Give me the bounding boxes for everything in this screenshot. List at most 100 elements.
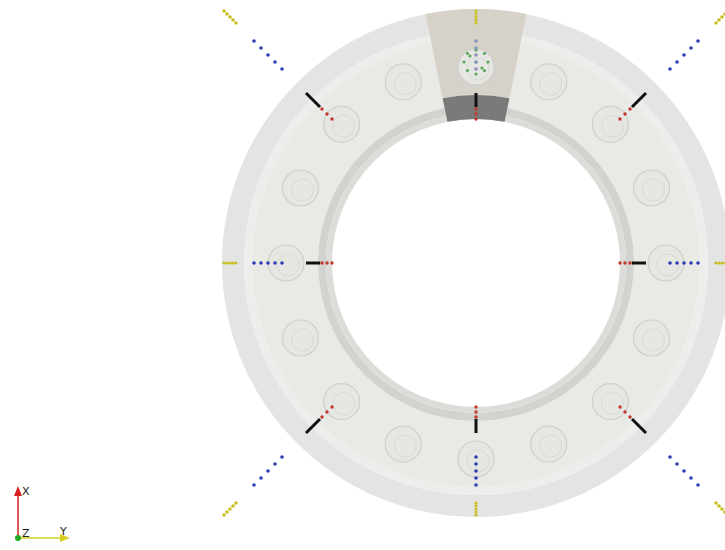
ball: [268, 245, 304, 281]
marker-line: [475, 93, 478, 107]
marker-dot-red: [325, 112, 328, 115]
marker-dot-yellow: [714, 261, 717, 264]
ball: [385, 64, 421, 100]
marker-dot-yellow: [474, 513, 477, 516]
ball-inner: [333, 115, 355, 137]
marker-dot-yellow: [234, 261, 237, 264]
marker-dot-blue: [266, 53, 270, 57]
marker-dot-red: [330, 117, 333, 120]
marker-dot-yellow: [474, 507, 477, 510]
ball-inner: [394, 435, 416, 457]
ball-inner: [394, 73, 416, 95]
marker-dot-yellow: [474, 18, 477, 21]
sensor-dot: [480, 66, 483, 69]
marker-dot-blue: [689, 46, 693, 50]
highlight-sector: [426, 9, 527, 98]
marker-dot-red: [320, 415, 323, 418]
marker-dot-yellow: [723, 12, 725, 16]
marker-dot-blue: [259, 46, 263, 50]
marker-dot-blue: [682, 469, 686, 473]
marker-dot-red: [474, 405, 477, 408]
marker-dot-red: [320, 107, 323, 110]
marker-line: [632, 262, 646, 265]
marker-dot-blue: [252, 483, 256, 487]
marker-dot-blue: [696, 39, 700, 43]
marker-dot-red: [330, 261, 333, 264]
marker-dot-blue: [474, 483, 478, 487]
marker-dot-red: [474, 410, 477, 413]
marker-dot-yellow: [231, 18, 235, 22]
z-axis: [15, 535, 21, 541]
marker-dot-blue: [682, 261, 686, 265]
sensor-dot: [466, 69, 469, 72]
marker-dot-red: [320, 261, 323, 264]
sensor-dot: [468, 54, 471, 57]
ball: [324, 384, 360, 420]
ball: [531, 426, 567, 462]
marker-dot-yellow: [714, 21, 718, 25]
marker-dot-yellow: [234, 501, 238, 505]
marker-dot-blue: [273, 261, 277, 265]
middle-band: [252, 39, 700, 487]
marker-dot-blue: [474, 60, 478, 64]
marker-dot-red: [474, 112, 477, 115]
ball-inner: [601, 115, 623, 137]
marker-dot-yellow: [228, 15, 232, 19]
marker-dot-red: [330, 405, 333, 408]
sensor-dot: [486, 60, 489, 63]
marker-dot-blue: [668, 67, 672, 71]
ball: [458, 49, 494, 85]
marker-dot-yellow: [231, 261, 234, 264]
ball: [592, 106, 628, 142]
marker-dot-blue: [273, 60, 277, 64]
ball-inner: [467, 58, 489, 80]
inner-groove: [318, 105, 634, 421]
marker-dot-red: [618, 405, 621, 408]
marker-dot-blue: [259, 476, 263, 480]
marker-line: [475, 419, 478, 433]
ball-inner: [540, 435, 562, 457]
marker-line: [306, 262, 320, 265]
marker-dot-red: [474, 415, 477, 418]
marker-dot-red: [325, 410, 328, 413]
ball-inner: [643, 329, 665, 351]
ball-inner: [540, 73, 562, 95]
ball-inner: [467, 450, 489, 472]
marker-dot-blue: [689, 261, 693, 265]
ball: [282, 320, 318, 356]
marker-dot-blue: [474, 53, 478, 57]
marker-dot-red: [474, 117, 477, 120]
sensor-dot: [462, 60, 465, 63]
marker-line: [306, 419, 320, 433]
marker-dot-blue: [280, 261, 284, 265]
marker-dot-yellow: [225, 510, 229, 514]
marker-dot-blue: [474, 476, 478, 480]
marker-dot-blue: [280, 67, 284, 71]
marker-dot-yellow: [228, 507, 232, 511]
ball-inner: [601, 393, 623, 415]
marker-dot-yellow: [717, 504, 721, 508]
axis-label: Y: [60, 526, 67, 537]
axis-label: X: [22, 486, 30, 497]
marker-dot-blue: [474, 462, 478, 466]
marker-dot-yellow: [222, 513, 226, 517]
sensor-dot: [466, 52, 469, 55]
marker-dot-yellow: [228, 261, 231, 264]
outer-band-edge: [244, 31, 708, 495]
marker-dot-blue: [280, 455, 284, 459]
marker-dot-yellow: [474, 15, 477, 18]
marker-dot-yellow: [225, 261, 228, 264]
marker-dot-blue: [682, 53, 686, 57]
marker-dot-blue: [675, 462, 679, 466]
marker-dot-yellow: [231, 504, 235, 508]
inner-edge: [326, 113, 626, 413]
sensor-dot: [474, 60, 477, 63]
marker-dot-blue: [252, 39, 256, 43]
marker-dot-blue: [675, 261, 679, 265]
x-axis-head: [14, 486, 22, 496]
ball: [458, 441, 494, 477]
ball-inner: [291, 329, 313, 351]
marker-dot-blue: [696, 483, 700, 487]
ball-inner: [657, 254, 679, 276]
